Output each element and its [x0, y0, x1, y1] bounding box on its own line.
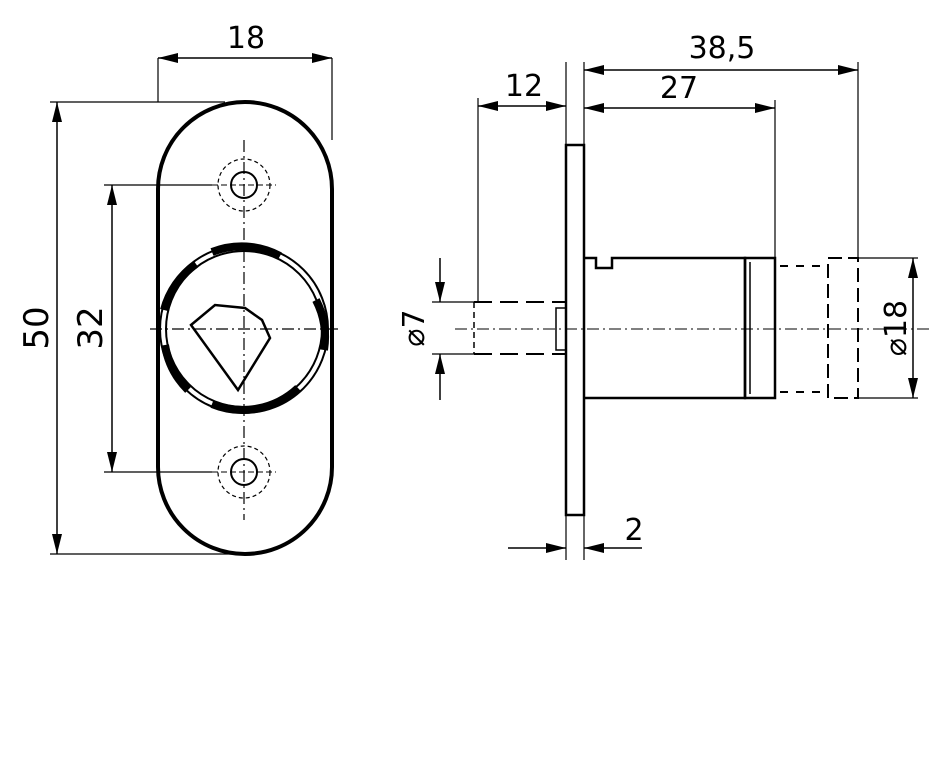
- shaft-length-dimension-label: 12: [505, 69, 543, 104]
- front-plate-outline: [156, 100, 334, 556]
- side-view: 38,5 27 12 2 ⌀7 ⌀18: [397, 31, 930, 560]
- shaft: [473, 301, 567, 355]
- body-diameter-label: ⌀18: [879, 300, 914, 356]
- top-screw-hole: [212, 158, 276, 212]
- front-view: 18 50 32: [17, 21, 342, 556]
- keyway-shape: [189, 303, 272, 393]
- flange-thickness-dimension-label: 2: [624, 513, 643, 548]
- hole-spacing-dimension-label: 32: [71, 306, 111, 349]
- cylinder-ring: [159, 242, 330, 414]
- width-dimension-label: 18: [227, 21, 265, 56]
- body-length-dimension-label: 27: [660, 71, 698, 106]
- shaft-diameter-label: ⌀7: [397, 309, 432, 346]
- cylinder-body: [584, 256, 777, 400]
- bottom-screw-hole: [212, 445, 276, 499]
- flange-plate: [564, 143, 586, 517]
- height-dimension-label: 50: [17, 306, 57, 349]
- total-length-dimension-label: 38,5: [689, 31, 756, 66]
